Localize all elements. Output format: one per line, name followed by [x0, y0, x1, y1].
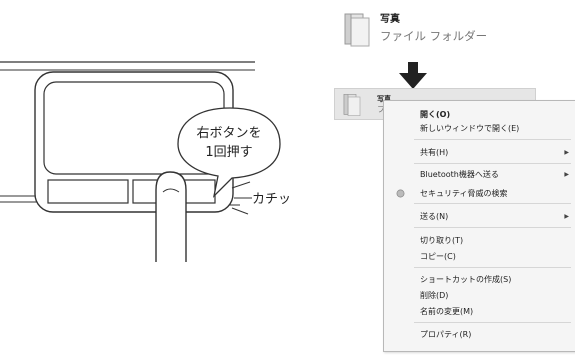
menu-item-open[interactable]: 開く(O): [420, 110, 451, 119]
menu-separator: [414, 139, 571, 140]
folder-icon: [343, 94, 361, 116]
menu-item-send-to[interactable]: 送る(N): [420, 212, 449, 221]
menu-item-delete[interactable]: 削除(D): [420, 291, 449, 300]
menu-item-cut[interactable]: 切り取り(T): [420, 236, 464, 245]
down-arrow-icon: [399, 62, 427, 89]
menu-item-create-shortcut[interactable]: ショートカットの作成(S): [420, 275, 512, 284]
menu-item-copy[interactable]: コピー(C): [420, 252, 456, 261]
menu-item-bluetooth[interactable]: Bluetooth機器へ送る: [420, 170, 499, 179]
menu-item-open-new-window[interactable]: 新しいウィンドウで開く(E): [420, 124, 520, 133]
folder-item-top[interactable]: 写真 ファイル フォルダー: [342, 6, 492, 54]
callout-bubble: [177, 107, 281, 198]
menu-item-rename[interactable]: 名前の変更(M): [420, 307, 474, 316]
menu-separator: [414, 227, 571, 228]
click-sound-label: カチッ: [252, 192, 291, 207]
folder-name: 写真: [377, 95, 391, 103]
shield-icon: [396, 189, 405, 198]
folder-type: ファイル フォルダー: [380, 29, 488, 43]
left-button: [47, 179, 129, 204]
menu-separator: [414, 203, 571, 204]
callout-text-line1: 右ボタンを: [196, 126, 261, 141]
menu-separator: [414, 322, 571, 323]
touchpad-illustration: 右ボタンを 1回押す カチッ: [0, 61, 291, 262]
folder-icon: [344, 13, 370, 47]
finger-icon: [155, 171, 187, 262]
menu-item-security-scan[interactable]: セキュリティ脅威の検索: [420, 189, 508, 198]
context-menu: 開く(O) 新しいウィンドウで開く(E) 共有(H) ▶ Bluetooth機器…: [383, 100, 575, 352]
menu-item-share[interactable]: 共有(H): [420, 148, 449, 157]
submenu-arrow-icon: ▶: [564, 149, 569, 156]
menu-item-properties[interactable]: プロパティ(R): [420, 330, 472, 339]
submenu-arrow-icon: ▶: [564, 171, 569, 178]
menu-separator: [414, 163, 571, 164]
callout-text-line2: 1回押す: [205, 145, 252, 160]
menu-separator: [414, 267, 571, 268]
folder-name: 写真: [380, 14, 400, 25]
submenu-arrow-icon: ▶: [564, 213, 569, 220]
